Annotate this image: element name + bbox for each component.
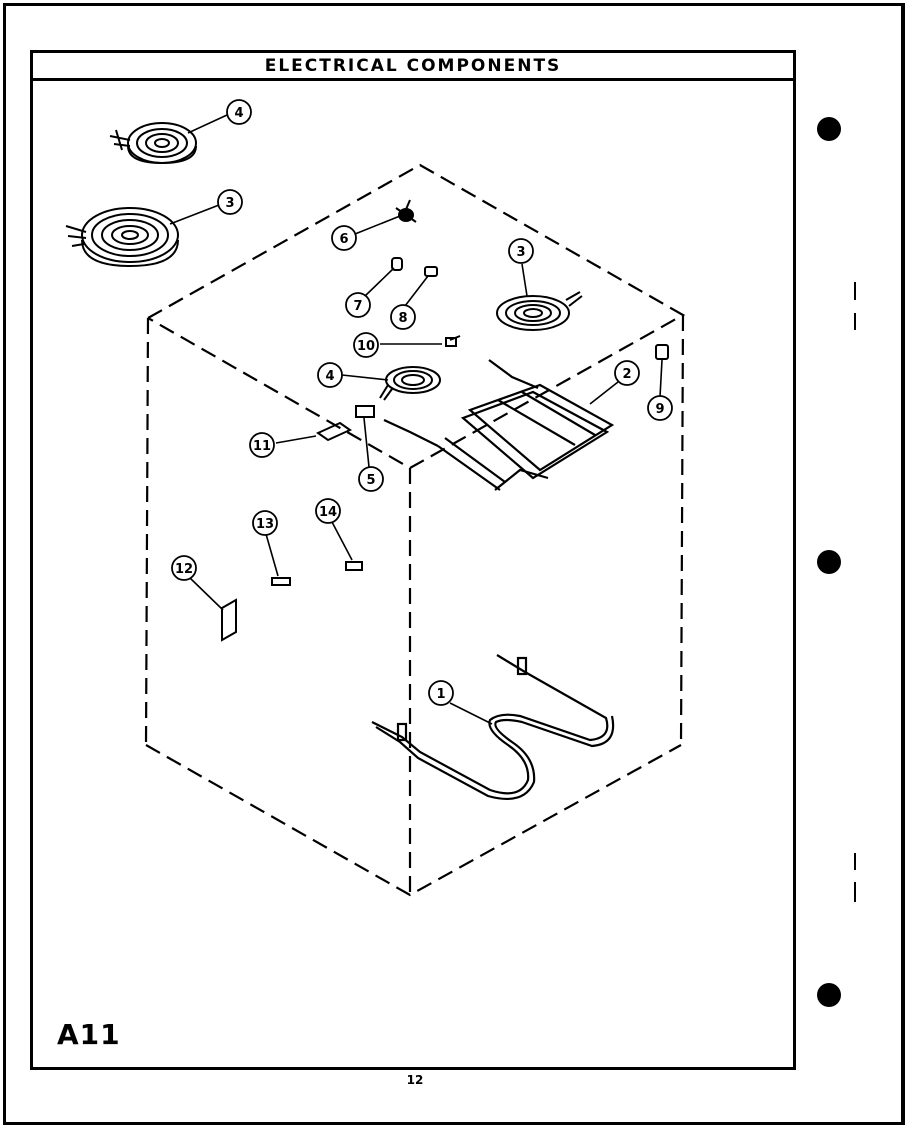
svg-text:9: 9 (655, 402, 664, 417)
callout-11: 11 (249, 432, 275, 458)
page-title: ELECTRICAL COMPONENTS (33, 53, 793, 81)
callout-5: 5 (358, 466, 384, 492)
callout-6: 6 (331, 225, 357, 251)
svg-text:7: 7 (353, 299, 362, 314)
callout-10: 10 (353, 332, 379, 358)
callout-12: 12 (171, 555, 197, 581)
surface-element-small-loose (109, 122, 197, 165)
callout-14: 14 (315, 498, 341, 524)
diagram-code: A11 (57, 1018, 121, 1051)
surface-element-large-loose (65, 207, 179, 268)
range-cabinet-outline (144, 163, 686, 897)
svg-text:10: 10 (357, 339, 375, 354)
callout-13: 13 (252, 510, 278, 536)
svg-text:11: 11 (253, 439, 271, 454)
svg-text:13: 13 (256, 517, 274, 532)
svg-text:3: 3 (516, 245, 525, 260)
svg-text:14: 14 (319, 505, 337, 520)
diagram-frame: ELECTRICAL COMPONENTS A11 (30, 50, 796, 1070)
callouts: 4 3 6 3 7 8 10 4 2 9 11 5 13 14 12 1 (171, 99, 673, 706)
callout-3-left: 3 (217, 189, 243, 215)
callout-3-right: 3 (508, 238, 534, 264)
svg-text:1: 1 (436, 687, 445, 702)
callout-4-top: 4 (226, 99, 252, 125)
svg-text:5: 5 (366, 473, 375, 488)
callout-8: 8 (390, 304, 416, 330)
callout-leaders (169, 114, 663, 725)
svg-text:3: 3 (225, 196, 234, 211)
svg-text:12: 12 (175, 562, 193, 577)
surface-element-large-installed (496, 291, 583, 331)
svg-text:6: 6 (339, 232, 348, 247)
small-components (221, 199, 669, 642)
bake-element (371, 654, 615, 800)
page-border (3, 3, 905, 1125)
callout-4-mid: 4 (317, 362, 343, 388)
binder-hole-top (817, 117, 841, 141)
svg-text:2: 2 (622, 367, 631, 382)
page-number: 12 (406, 1073, 424, 1087)
callout-1: 1 (428, 680, 454, 706)
svg-text:8: 8 (398, 311, 407, 326)
binder-hole-middle (817, 550, 841, 574)
binder-hole-bottom (817, 983, 841, 1007)
svg-text:4: 4 (234, 106, 243, 121)
callout-7: 7 (345, 292, 371, 318)
broil-element (383, 359, 615, 491)
svg-text:4: 4 (325, 369, 334, 384)
callout-9: 9 (647, 395, 673, 421)
callout-2: 2 (614, 360, 640, 386)
